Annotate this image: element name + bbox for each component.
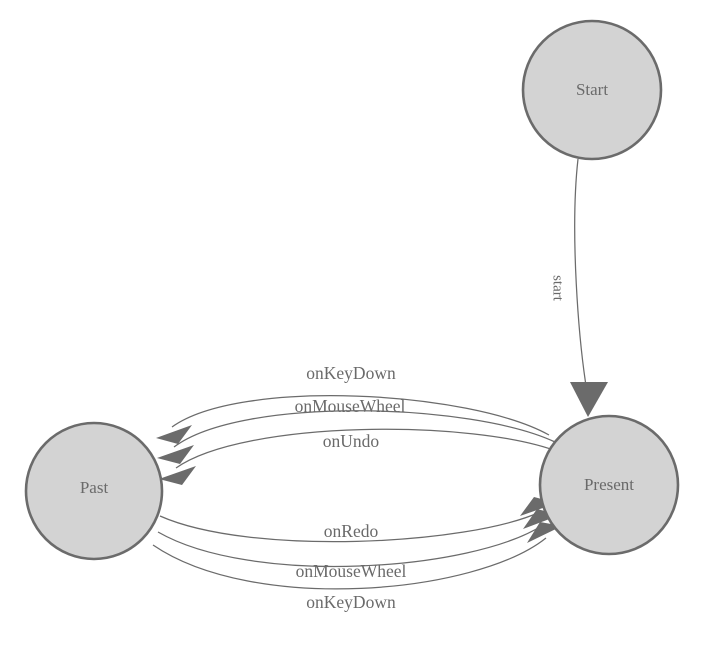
edge-path-keydown-down — [152, 537, 547, 590]
edge-present-to-past-onkeydown[interactable] — [156, 395, 550, 444]
edge-path-start — [574, 158, 589, 399]
edge-label-onkeydown-upper: onKeyDown — [306, 363, 396, 383]
node-start-circle[interactable] — [521, 19, 663, 161]
node-present[interactable]: Present — [538, 414, 680, 556]
edge-label-onredo: onRedo — [324, 521, 379, 541]
edge-path-redo — [159, 511, 541, 543]
node-start[interactable]: Start — [521, 19, 663, 161]
node-past-circle[interactable] — [24, 421, 164, 561]
edge-label-onundo: onUndo — [323, 431, 380, 451]
arrowhead-into-present-top — [570, 382, 608, 417]
node-past-label: Past — [80, 478, 109, 497]
edge-label-onmousewheel-upper: onMouseWheel — [295, 396, 406, 416]
edge-label-start: start — [550, 275, 566, 302]
node-present-circle[interactable] — [538, 414, 680, 556]
edge-present-to-past-onmousewheel[interactable] — [157, 410, 556, 464]
edge-start-to-present[interactable] — [570, 158, 608, 417]
edge-path-keydown-up — [171, 395, 550, 436]
edge-label-onkeydown-lower: onKeyDown — [306, 592, 396, 612]
node-past[interactable]: Past — [24, 421, 164, 561]
edge-path-wheel-up — [173, 410, 556, 448]
arrowhead-into-past-3 — [159, 466, 196, 485]
node-start-label: Start — [576, 80, 608, 99]
arrowhead-into-past-2 — [157, 445, 194, 464]
node-present-label: Present — [584, 475, 634, 494]
arrowhead-into-past-1 — [156, 425, 192, 444]
edge-path-wheel-down — [157, 524, 544, 568]
edge-path-undo — [175, 428, 560, 469]
edge-present-to-past-onundo[interactable] — [159, 428, 560, 485]
edge-label-onmousewheel-lower: onMouseWheel — [296, 561, 407, 581]
